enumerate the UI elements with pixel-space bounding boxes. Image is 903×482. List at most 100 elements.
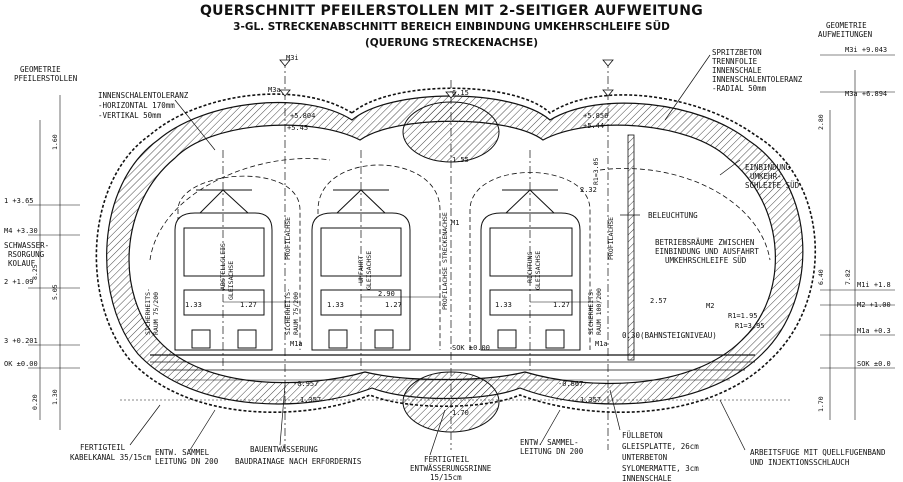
dim-8-25: 8.25	[31, 264, 39, 280]
innenschale-label: INNENSCHALE	[712, 66, 762, 75]
drawing-subtitle-2: (QUERUNG STRECKENACHSE)	[364, 37, 539, 49]
einbindung-label-3: SCHLEIFE SÜD	[745, 181, 800, 190]
sicherheit-3b: RAUM 100/200	[595, 288, 603, 335]
betrieb-label-3: UMKEHRSCHLEIFE SÜD	[665, 256, 747, 265]
level-sok-center: SOK ±0.00	[452, 344, 490, 352]
outer-excavation-outline	[95, 87, 816, 414]
entw-right-2: LEITUNG DN 200	[520, 447, 584, 456]
track-slab	[120, 354, 790, 401]
dim-1-33-b: 1.33	[327, 301, 344, 309]
sylomer-label: SYLOMERMATTE, 3cm	[622, 464, 699, 473]
leader-lines	[129, 54, 746, 456]
einbindung-label-2: UMKEHR-	[750, 172, 782, 181]
schwasser-label-1: SCHWASSER-	[4, 241, 49, 250]
dim-6-40: 6.40	[817, 269, 825, 285]
betrieb-label-2: EINBINDUNG UND AUSFAHRT	[655, 247, 759, 256]
dim-2-57: 2.57	[650, 297, 667, 305]
level-1-09: 2 +1.09	[4, 278, 34, 286]
drawing-title: QUERSCHNITT PFEILERSTOLLEN MIT 2-SEITIGE…	[199, 3, 703, 19]
dim-1-30: 1.30	[51, 389, 59, 405]
sicherheit-2b: RAUM 75/200	[292, 292, 300, 335]
fullbeton-label: FÜLLBETON	[622, 431, 663, 440]
beleuchtung-label: BELEUCHTUNG	[648, 211, 698, 220]
entw-left-1: ENTW. SAMMEL	[155, 448, 210, 457]
entw-left-2: LEITUNG DN 200	[155, 457, 219, 466]
level-ok: OK ±0.00	[4, 360, 38, 368]
dim-5-804: +5.804	[290, 112, 315, 120]
fertigteil-left-1: FERTIGTEIL	[80, 443, 126, 452]
dim-1-27-a: 1.27	[240, 301, 257, 309]
fertigteil-mid-3: 15/15cm	[430, 473, 462, 482]
dim-1-55: 1.55	[452, 156, 469, 164]
spritzbeton-label: SPRITZBETON	[712, 48, 762, 57]
geometry-right-label: GEOMETRIE	[826, 21, 867, 30]
aufweitungen-label: AUFWEITUNGEN	[818, 30, 872, 39]
profilachse-right: PROFILACHSE	[607, 217, 615, 260]
fertigteil-left-2: KABELKANAL 35/15cm	[70, 453, 152, 462]
train-1	[174, 189, 273, 351]
richtung-label-2: RICHTUNG	[526, 252, 534, 283]
einbindung-label-1: EINBINDUNG	[745, 163, 791, 172]
dim-1-357-a: 1.357	[300, 396, 321, 404]
tolerance-vertical: -VERTIKAL 50mm	[98, 111, 162, 120]
dim-1-60: 1.60	[51, 134, 59, 150]
dim-1-70-right: 1.70	[817, 396, 825, 412]
tolerance-label: INNENSCHALENTOLERANZ	[98, 91, 189, 100]
dim-1-33-c: 1.33	[495, 301, 512, 309]
axes	[222, 60, 609, 450]
entw-right-1: ENTW. SAMMEL-	[520, 438, 579, 447]
dim-6-15: 6.15	[452, 89, 469, 97]
train-3	[480, 189, 581, 351]
richtung-label-1: UMFAHRT	[357, 256, 365, 283]
level-m3i: M3i	[286, 54, 299, 62]
streckenachse-label: PROFILACHSE STRECKENACHSE	[441, 212, 449, 310]
radius-label-2: R1=3.05	[592, 158, 600, 185]
fertigteil-mid-1: FERTIGTEIL	[424, 455, 470, 464]
level-m1i: M1i +1.8	[857, 281, 891, 289]
geometry-left-label: GEOMETRIE	[20, 65, 61, 74]
baudrainage-label: BAUDRAINAGE NACH ERFORDERNIS	[235, 457, 362, 466]
radial-label: -RADIAL 50mm	[712, 84, 767, 93]
unterbeton-label: UNTERBETON	[622, 453, 667, 462]
drawing-subtitle: 3-GL. STRECKENABSCHNITT BEREICH EINBINDU…	[233, 21, 670, 33]
level-m3a-right: M3a +6.894	[845, 90, 887, 98]
bahnsteig-label: 0.30(BAHNSTEIGNIVEAU)	[622, 331, 717, 340]
dim-7-82: 7.82	[844, 269, 852, 285]
dim-2-80-right: 2.80	[817, 114, 825, 130]
gleisachse-2: GLEISACHSE	[365, 251, 373, 290]
innenschale-bottom-label: INNENSCHALE	[622, 474, 672, 482]
level-3-30: M4 +3.30	[4, 227, 38, 235]
partition-wall	[627, 134, 635, 361]
arbeitsfuge-label-1: ARBEITSFUGE MIT QUELLFUGENBAND	[750, 448, 886, 457]
trennfolie-label: TRENNFOLIE	[712, 57, 758, 66]
dim-1-33-a: 1.33	[185, 301, 202, 309]
m2-label: M2	[706, 302, 714, 310]
dim-0-957: -0.957	[293, 380, 318, 388]
dim-0-867: -0.867	[558, 380, 583, 388]
dim-5-05: 5.05	[51, 284, 59, 300]
level-markers	[279, 59, 614, 99]
dimension-lines	[28, 54, 895, 430]
sicherheit-3: SICHERHEITS-	[587, 288, 595, 335]
dim-0-20: 0.20	[31, 394, 39, 410]
gleisachse-1: GLEISACHSE	[227, 261, 235, 300]
radius-label: R1=1.95	[728, 312, 758, 320]
dim-5-45: +5.45	[287, 124, 308, 132]
dim-2-32: 2.32	[580, 186, 597, 194]
m1a-center: M1a	[290, 340, 303, 348]
tunnel-shell-hatch	[106, 95, 804, 405]
schwasser-label-2: RSORGUNG	[8, 250, 45, 259]
level-m2: M2 +1.00	[857, 301, 891, 309]
betrieb-label-1: BETRIEBSRÄUME ZWISCHEN	[655, 238, 754, 247]
sicherheit-1b: RAUM 75/200	[152, 292, 160, 335]
sicherheit-2: SICHERHEITS-	[284, 288, 292, 335]
gleisachse-3: GLEISACHSE	[534, 251, 542, 290]
tolerance-horizontal: -HORIZONTAL 170mm	[98, 101, 175, 110]
dim-1-27-b: 1.27	[385, 301, 402, 309]
dim-1-357-b: 1.357	[580, 396, 601, 404]
radius-label-3: R1=3.95	[735, 322, 765, 330]
dim-1-70: 1.70	[452, 409, 469, 417]
level-0-201: 3 +0.201	[4, 337, 38, 345]
level-3-65: 1 +3.65	[4, 197, 34, 205]
